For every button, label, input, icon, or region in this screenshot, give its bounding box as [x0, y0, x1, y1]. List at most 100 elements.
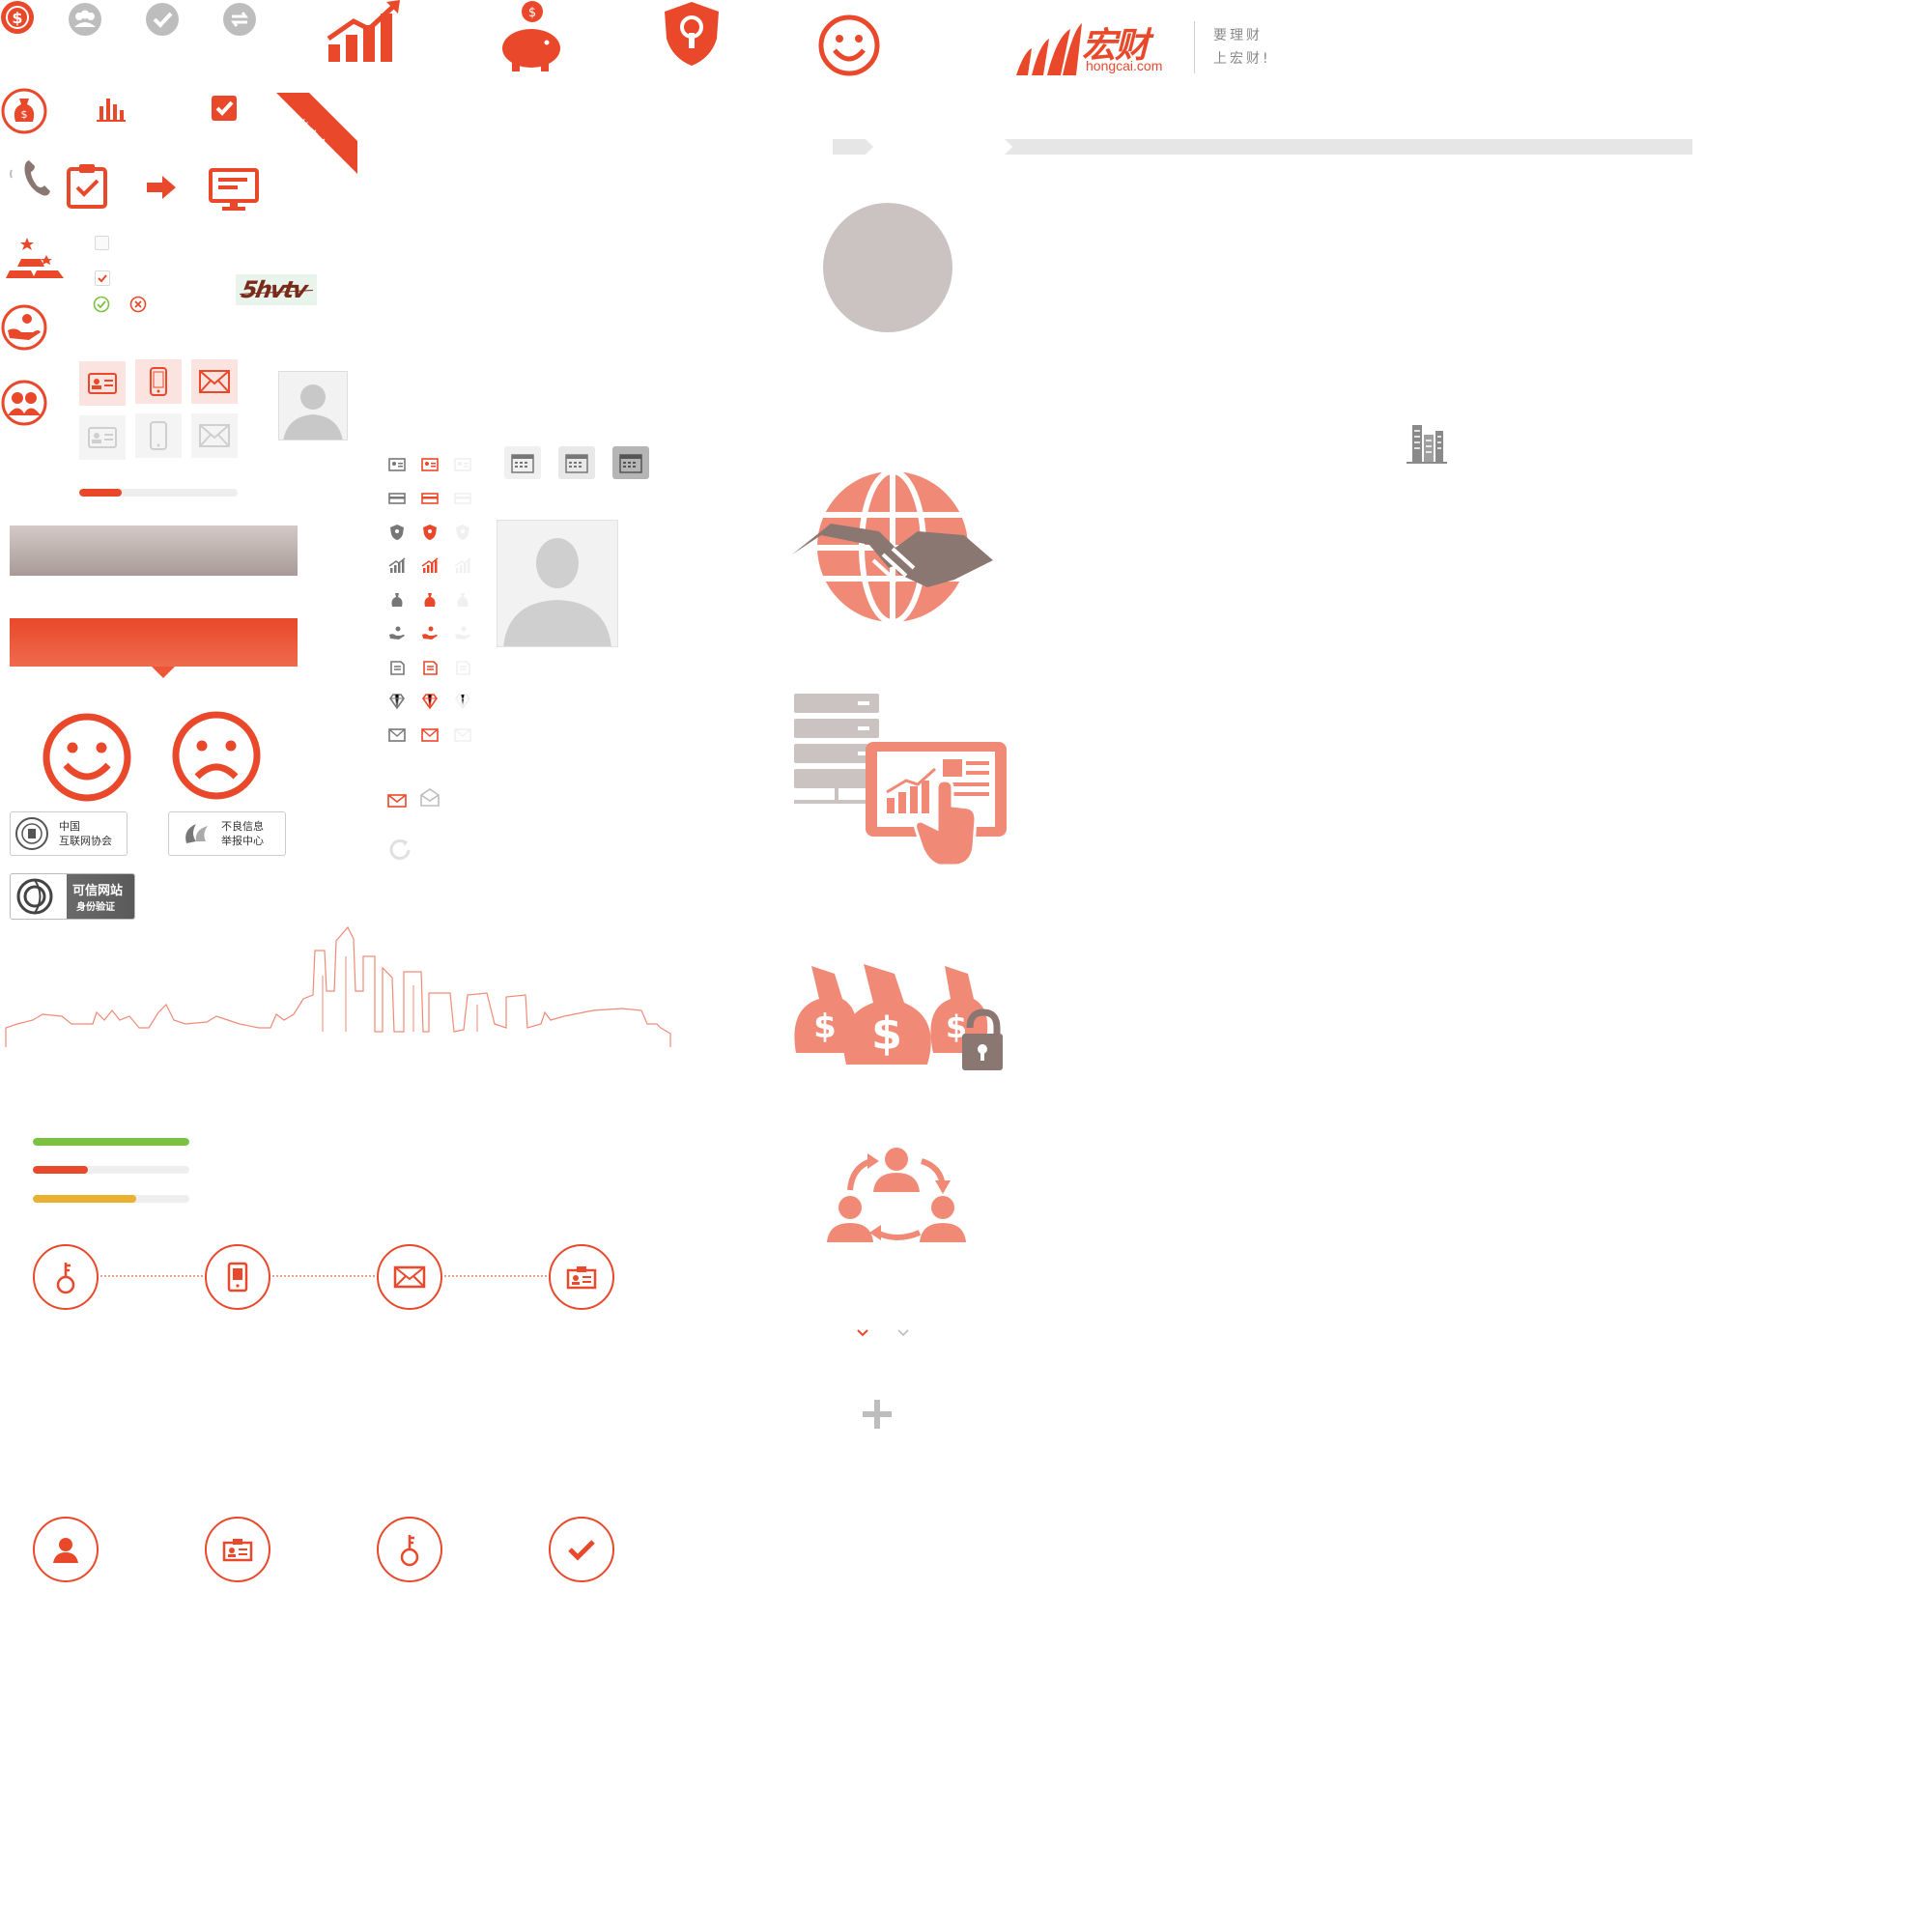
gray-circle-placeholder [823, 203, 952, 332]
check-circle-gray-icon [145, 2, 180, 37]
shield-gray-icon [386, 522, 408, 543]
refresh-icon[interactable] [386, 837, 413, 864]
mail-red-icon [419, 724, 440, 746]
svg-text:$: $ [21, 108, 28, 121]
report-line2: 举报中心 [221, 835, 264, 847]
cn-internet-association-badge[interactable]: 中国 互联网协会 [10, 811, 128, 856]
gem-red-icon [419, 691, 440, 712]
id-card-tile-inactive[interactable] [79, 415, 126, 460]
users-circle-icon [0, 379, 48, 427]
handshake-globe-illustration [792, 468, 993, 625]
seal-icon [15, 817, 48, 850]
piggy-bank-icon: $ [498, 0, 566, 71]
id-card-icon [566, 1266, 597, 1290]
mail-tile-active[interactable] [191, 359, 238, 404]
step-email[interactable] [377, 1244, 442, 1310]
step-id-card[interactable] [549, 1244, 614, 1310]
step-key[interactable] [33, 1244, 99, 1310]
error-circle-icon [129, 296, 147, 313]
gray-track-bar [1005, 139, 1692, 155]
server-tablet-illustration [792, 692, 1009, 871]
security-shield-icon [663, 0, 721, 68]
red-tooltip-pointer [152, 667, 175, 678]
step-id-card-2[interactable] [205, 1517, 270, 1582]
chevron-down-gray-icon[interactable] [896, 1327, 910, 1339]
users-group-icon [68, 2, 102, 37]
shield-red-icon [419, 522, 440, 543]
trusted-swirl-icon [16, 878, 53, 915]
chevron-down-red-icon[interactable] [856, 1327, 869, 1339]
id-faint-icon [452, 454, 473, 475]
user-icon [53, 1538, 78, 1563]
calendar-icon [511, 454, 534, 473]
checkbox-checked-small[interactable] [95, 270, 110, 286]
mail-faint-icon [452, 724, 473, 746]
card-gray-icon [386, 488, 408, 509]
hand-gray-icon [386, 623, 408, 644]
step-user[interactable] [33, 1517, 99, 1582]
bar-chart-small-icon [95, 95, 128, 124]
doc-red-icon [419, 657, 440, 678]
illegal-info-report-badge[interactable]: 不良信息 举报中心 [168, 811, 286, 856]
gold-bars-icon [6, 236, 66, 280]
bag-gray-icon [386, 589, 408, 611]
calendar-button-2[interactable] [558, 446, 595, 479]
checkbox-unchecked[interactable] [95, 236, 109, 250]
hot-sale-ribbon: 热卖中 [276, 93, 357, 174]
smiley-outline-icon [817, 14, 881, 77]
doc-faint-icon [452, 657, 473, 678]
step-mobile[interactable] [205, 1244, 270, 1310]
captcha-image[interactable]: 5hvtv [236, 274, 317, 305]
mobile-icon [227, 1262, 248, 1293]
hand-red-icon [419, 623, 440, 644]
checkbox-checked-large[interactable] [211, 95, 238, 122]
trusted-website-badge[interactable]: 可信网站 身份验证 [10, 873, 135, 920]
envelope-open-small-icon [419, 786, 440, 808]
arrow-right-icon [145, 174, 178, 201]
logo-swoosh-icon [1016, 23, 1082, 75]
desktop-monitor-icon [209, 168, 259, 213]
gray-arrow-tab-tip [866, 139, 873, 155]
step-connector-2 [272, 1275, 375, 1277]
people-exchange-illustration [827, 1146, 966, 1248]
svg-text:$: $ [12, 9, 22, 27]
card-faint-icon [452, 488, 473, 509]
id-card-icon-2 [222, 1539, 253, 1562]
mail-tile-inactive[interactable] [191, 413, 238, 458]
bag-red-icon [419, 589, 440, 611]
gem-gray-icon [386, 691, 408, 712]
money-bag-circle-icon: $ [0, 87, 48, 135]
id-card-tile-active[interactable] [79, 361, 126, 406]
doc-gray-icon [386, 657, 408, 678]
happy-face-icon [41, 711, 133, 804]
progress-bar-green [33, 1138, 189, 1146]
mail-gray-icon [386, 724, 408, 746]
progress-bar-yellow [33, 1195, 189, 1203]
plus-icon[interactable] [860, 1397, 895, 1432]
step-key-2[interactable] [377, 1517, 442, 1582]
progress-bar-small [79, 489, 238, 497]
report-center-icon [185, 824, 208, 843]
gray-track-bar-notch [1005, 139, 1012, 155]
gray-arrow-tab [833, 139, 866, 155]
logo-domain-text: hongcai.com [1086, 58, 1163, 73]
phone-handset-icon [6, 156, 50, 203]
cn-internet-line1: 中国 [59, 820, 80, 833]
key-icon [56, 1263, 75, 1294]
avatar-placeholder-large [497, 520, 618, 647]
calendar-button-3[interactable] [612, 446, 649, 479]
envelope-icon [393, 1265, 426, 1289]
coin-exchange-icon: $ [0, 0, 35, 35]
step-complete[interactable] [549, 1517, 614, 1582]
mobile-tile-inactive[interactable] [135, 413, 182, 458]
logo-brand-text: 宏财 [1082, 26, 1150, 66]
sad-face-icon [170, 709, 263, 802]
shield-faint-icon [452, 522, 473, 543]
red-tooltip-banner [10, 618, 298, 667]
mobile-tile-active[interactable] [135, 359, 182, 404]
avatar-placeholder-small [278, 371, 348, 440]
calendar-button-1[interactable] [504, 446, 541, 479]
gradient-banner-gray [10, 526, 298, 576]
logo-slogan-line1: 要理财 [1213, 28, 1263, 43]
chart-faint-icon [452, 555, 473, 577]
